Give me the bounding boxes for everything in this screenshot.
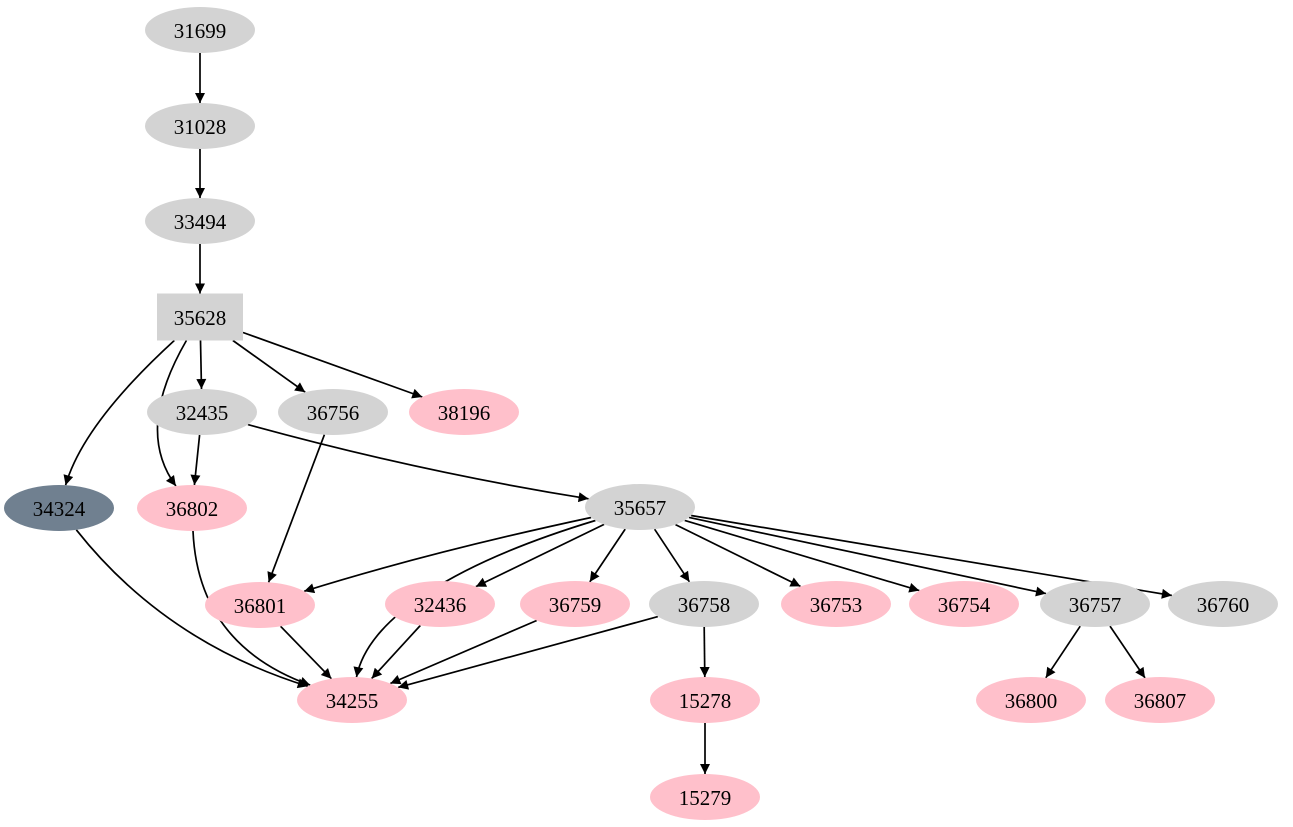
node-label-35628: 35628 — [174, 306, 227, 330]
node-shape-36757 — [1040, 581, 1150, 627]
node-shape-36758 — [649, 581, 759, 627]
node-shape-32436 — [385, 581, 495, 627]
node-36754: 36754 — [909, 581, 1019, 627]
node-36802: 36802 — [137, 485, 247, 531]
node-shape-35628 — [157, 293, 243, 341]
node-shape-36802 — [137, 485, 247, 531]
node-label-36759: 36759 — [549, 593, 602, 617]
node-36758: 36758 — [649, 581, 759, 627]
node-15278: 15278 — [650, 677, 760, 723]
node-36807: 36807 — [1105, 677, 1215, 723]
node-shape-36760 — [1168, 581, 1278, 627]
edge-35657-36801 — [303, 516, 592, 594]
node-shape-36753 — [781, 581, 891, 627]
node-label-31699: 31699 — [174, 19, 227, 43]
node-label-36800: 36800 — [1005, 689, 1058, 713]
node-34255: 34255 — [297, 677, 407, 723]
edge-35657-36758 — [653, 528, 691, 583]
node-shape-36800 — [976, 677, 1086, 723]
edge-35657-36753 — [675, 523, 801, 588]
node-label-36756: 36756 — [307, 401, 360, 425]
edge-35628-38196 — [242, 331, 423, 399]
node-36801: 36801 — [205, 582, 315, 628]
edge-36802-34255 — [192, 530, 311, 687]
node-shape-33494 — [145, 198, 255, 244]
node-36756: 36756 — [278, 389, 388, 435]
node-shape-36801 — [205, 582, 315, 628]
node-label-36760: 36760 — [1197, 593, 1250, 617]
node-38196: 38196 — [409, 389, 519, 435]
node-label-15279: 15279 — [679, 786, 732, 810]
node-36759: 36759 — [520, 581, 630, 627]
node-label-35657: 35657 — [614, 496, 667, 520]
edge-32436-34255 — [371, 624, 421, 680]
node-shape-36759 — [520, 581, 630, 627]
edge-36757-36800 — [1045, 625, 1081, 679]
node-label-32436: 32436 — [414, 593, 467, 617]
node-31028: 31028 — [145, 103, 255, 149]
node-label-38196: 38196 — [438, 401, 491, 425]
node-label-33494: 33494 — [174, 210, 227, 234]
node-35657: 35657 — [585, 484, 695, 530]
node-label-36758: 36758 — [678, 593, 731, 617]
edge-36757-36807 — [1109, 625, 1146, 679]
node-label-34324: 34324 — [33, 497, 86, 521]
node-label-36807: 36807 — [1134, 689, 1187, 713]
node-32435: 32435 — [147, 389, 257, 435]
edge-36756-36801 — [267, 434, 326, 583]
node-shape-34255 — [297, 677, 407, 723]
node-label-32435: 32435 — [176, 401, 229, 425]
node-label-34255: 34255 — [326, 689, 379, 713]
edge-35628-32435 — [196, 340, 207, 390]
node-31699: 31699 — [145, 7, 255, 53]
node-label-36754: 36754 — [938, 593, 991, 617]
edge-34324-34255 — [75, 529, 309, 689]
node-34324: 34324 — [4, 485, 114, 531]
edge-36758-15278 — [699, 626, 710, 678]
node-label-36753: 36753 — [810, 593, 863, 617]
node-36757: 36757 — [1040, 581, 1150, 627]
node-36753: 36753 — [781, 581, 891, 627]
node-shape-36807 — [1105, 677, 1215, 723]
edge-35628-36756 — [232, 339, 306, 393]
node-shape-15279 — [650, 774, 760, 820]
node-label-36801: 36801 — [234, 594, 287, 618]
node-label-36757: 36757 — [1069, 593, 1122, 617]
node-label-15278: 15278 — [679, 689, 732, 713]
node-shape-36754 — [909, 581, 1019, 627]
node-shape-31699 — [145, 7, 255, 53]
nodes-layer: 31699 31028 33494 35628 32435 36756 38196 34324… — [4, 7, 1278, 820]
edge-36801-34255 — [279, 625, 333, 680]
edge-35657-36754 — [684, 519, 920, 593]
node-shape-38196 — [409, 389, 519, 435]
node-32436: 32436 — [385, 581, 495, 627]
node-shape-36756 — [278, 389, 388, 435]
node-36760: 36760 — [1168, 581, 1278, 627]
node-33494: 33494 — [145, 198, 255, 244]
node-36800: 36800 — [976, 677, 1086, 723]
node-label-31028: 31028 — [174, 115, 227, 139]
node-label-36802: 36802 — [166, 497, 219, 521]
edge-35657-36757 — [688, 516, 1047, 597]
edge-35657-32436 — [475, 523, 605, 588]
node-shape-34324 — [4, 485, 114, 531]
node-shape-15278 — [650, 677, 760, 723]
edge-35628-34324 — [63, 339, 175, 486]
edge-36758-34255 — [397, 615, 659, 690]
edge-32435-35657 — [247, 423, 589, 503]
node-shape-35657 — [585, 484, 695, 530]
node-shape-32435 — [147, 389, 257, 435]
edge-35657-36759 — [589, 528, 626, 583]
node-15279: 15279 — [650, 774, 760, 820]
edge-36759-34255 — [389, 619, 538, 685]
edge-32435-36802 — [190, 434, 201, 486]
node-35628: 35628 — [157, 293, 243, 341]
node-shape-31028 — [145, 103, 255, 149]
